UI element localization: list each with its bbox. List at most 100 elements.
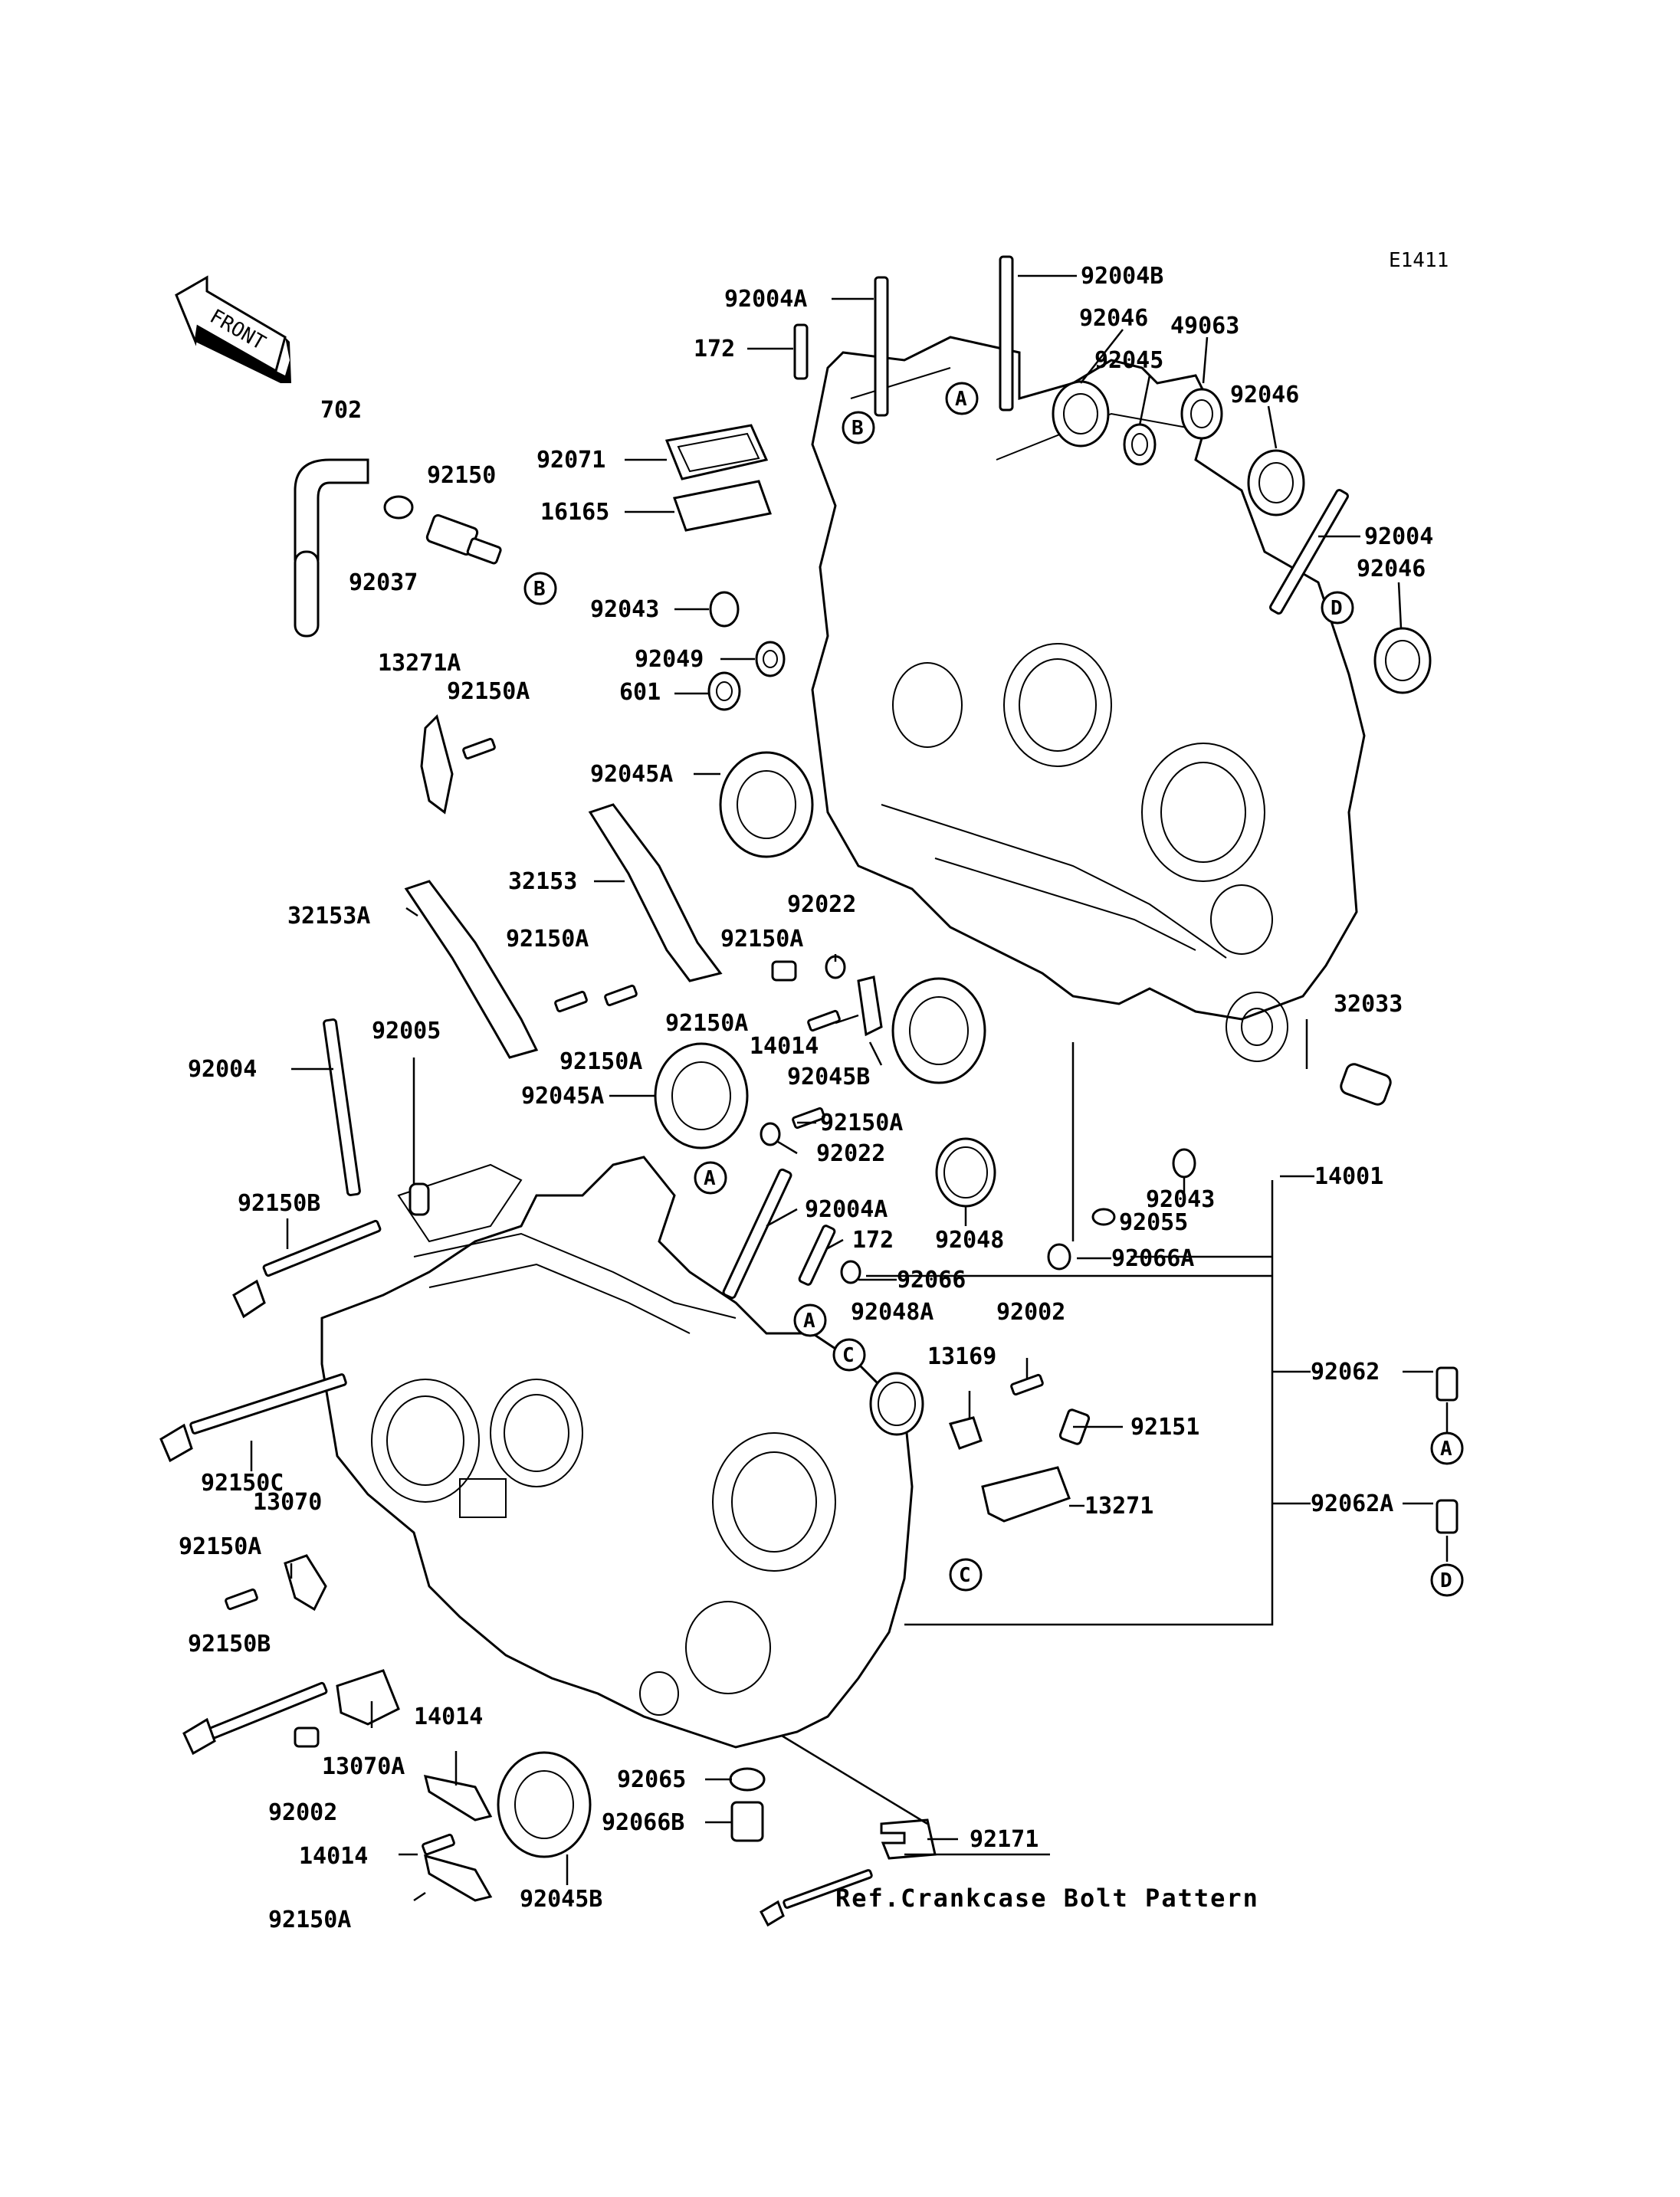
callout-d-2: D: [1430, 1563, 1464, 1597]
callout-c-2: C: [949, 1558, 983, 1592]
svg-text:C: C: [959, 1564, 971, 1587]
label-702: 702: [320, 397, 362, 424]
bracket-13169: [949, 1416, 983, 1450]
bolt-92002-b: [1010, 1373, 1044, 1396]
pipe-32153: [588, 803, 723, 982]
stud-172-mid: [798, 1225, 836, 1286]
label-92062: 92062: [1311, 1359, 1380, 1385]
callout-d-1: D: [1321, 591, 1354, 625]
label-92150a-1: 92150A: [447, 678, 530, 705]
stud-92004b: [999, 255, 1014, 412]
clip-92037: [383, 495, 414, 520]
hose-702: [294, 458, 369, 638]
bearing-92046-a: [1052, 380, 1110, 448]
seal-92049: [755, 641, 786, 677]
dowel-92066: [840, 1260, 861, 1284]
label-92066b: 92066B: [602, 1809, 684, 1836]
bearing-92046-c: [1373, 627, 1432, 694]
callout-c-1: C: [832, 1338, 866, 1372]
label-92004a-top: 92004A: [724, 286, 807, 313]
label-92004-mid: 92004: [188, 1056, 257, 1083]
bolt-92002-a: [294, 1726, 320, 1748]
label-92066a: 92066A: [1111, 1245, 1194, 1272]
callout-a-1: A: [945, 382, 979, 415]
dowel-92005: [409, 1182, 430, 1216]
washer-92022-b: [760, 1122, 781, 1146]
label-92045b-mid: 92045B: [787, 1064, 870, 1090]
label-92150a-8: 92150A: [268, 1907, 351, 1933]
stud-92004a: [874, 276, 889, 417]
diagram-code: E1411: [1389, 249, 1449, 272]
label-92062a: 92062A: [1311, 1490, 1393, 1517]
label-13271: 13271: [1084, 1493, 1153, 1520]
reference-note: Ref.Crankcase Bolt Pattern: [835, 1884, 1259, 1913]
plate-14014-bottom: [424, 1854, 493, 1902]
label-92150c: 92150C: [201, 1470, 284, 1497]
label-92150b-top: 92150B: [238, 1190, 320, 1217]
label-92002-right: 92002: [996, 1299, 1065, 1326]
label-92150a-6: 92150A: [820, 1110, 903, 1136]
lower-crankcase-half: [320, 1156, 914, 1749]
plug-92066b: [730, 1801, 764, 1842]
callout-b-2: B: [842, 411, 875, 444]
svg-text:B: B: [851, 417, 864, 440]
label-13070: 13070: [253, 1489, 322, 1516]
label-13271a: 13271A: [378, 650, 461, 677]
upper-crankcase-half: [811, 336, 1366, 1062]
label-92048a: 92048A: [851, 1299, 934, 1326]
label-92150b-bottom: 92150B: [188, 1631, 271, 1658]
label-92046-a: 92046: [1079, 305, 1148, 332]
label-92151: 92151: [1130, 1414, 1199, 1441]
label-172-mid: 172: [852, 1227, 894, 1254]
label-92046-c: 92046: [1357, 556, 1426, 582]
label-92150a-7: 92150A: [179, 1533, 261, 1560]
leader-lines: [250, 274, 1449, 1902]
plate-14014-top: [857, 976, 883, 1037]
bearing-92045b-mid: [891, 977, 986, 1084]
svg-text:A: A: [704, 1167, 716, 1190]
label-92045a-top: 92045A: [590, 761, 673, 788]
label-92046-b: 92046: [1230, 382, 1299, 408]
callout-b-1: B: [523, 572, 557, 605]
callout-a-4: A: [1430, 1431, 1464, 1465]
svg-text:A: A: [1440, 1438, 1452, 1461]
bushing-92048: [935, 1137, 996, 1208]
label-92150a-3: 92150A: [506, 926, 589, 953]
svg-text:D: D: [1440, 1569, 1452, 1592]
label-92022-top: 92022: [787, 891, 856, 918]
svg-text:B: B: [533, 578, 546, 601]
oring-92055: [1091, 1208, 1116, 1226]
label-14014-bottom: 14014: [299, 1843, 368, 1870]
bearing-601: [707, 671, 741, 711]
bearing-92045a-top: [719, 751, 814, 858]
label-92045a-mid: 92045A: [521, 1083, 604, 1110]
bolt-92150a-2: [554, 990, 588, 1013]
label-16165: 16165: [540, 499, 609, 526]
stud-92004a-mid: [722, 1168, 792, 1300]
bearing-49063: [1180, 388, 1223, 440]
callout-a-2: A: [694, 1161, 727, 1195]
label-92004b: 92004B: [1081, 263, 1163, 290]
label-92005: 92005: [372, 1018, 441, 1044]
pipe-32153a: [404, 880, 539, 1059]
label-32033: 32033: [1334, 991, 1403, 1018]
label-92045: 92045: [1094, 347, 1163, 374]
plug-92062: [1436, 1366, 1459, 1402]
label-14014-top: 14014: [750, 1033, 819, 1060]
plug-92062a: [1436, 1499, 1459, 1534]
clip-92171: [880, 1818, 937, 1860]
label-172-top: 172: [694, 336, 735, 362]
stud-172-top: [793, 323, 809, 380]
bolt-92150b-bottom: [182, 1681, 328, 1756]
plate-14014-mid: [423, 1775, 493, 1822]
label-92055: 92055: [1119, 1209, 1188, 1236]
bushing-92048a: [869, 1372, 924, 1436]
bolt-92150a-8: [422, 1833, 455, 1856]
label-14001: 14001: [1314, 1163, 1383, 1190]
label-92066: 92066: [897, 1267, 966, 1294]
bearing-92045b-bottom: [497, 1751, 592, 1858]
bolt-92150b-top: [232, 1219, 382, 1319]
plate-13070: [284, 1554, 327, 1612]
plug-32033: [1340, 1063, 1392, 1106]
bracket-13271: [981, 1466, 1071, 1523]
